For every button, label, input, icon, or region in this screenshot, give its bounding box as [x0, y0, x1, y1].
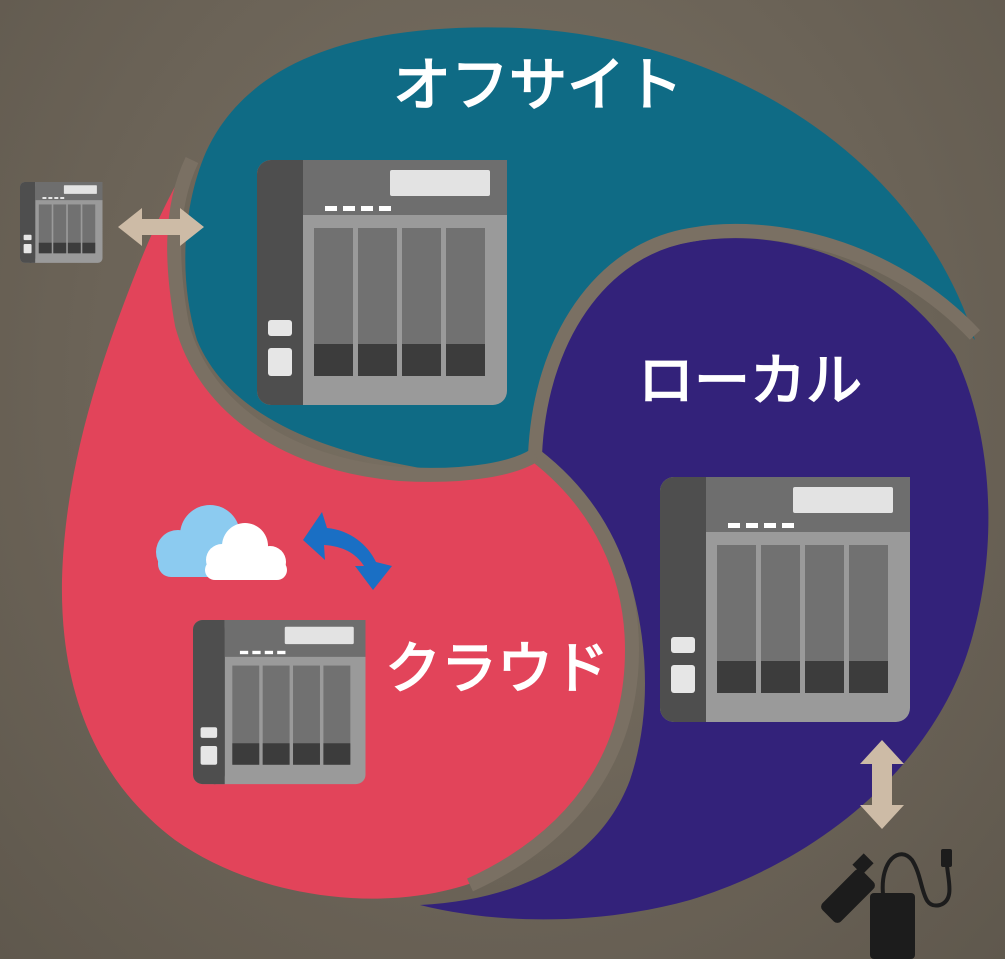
gap-line: [528, 223, 981, 456]
offsite-nas-icon: [257, 160, 507, 405]
double-arrow-icon: [118, 208, 204, 246]
remote-nas-icon: [20, 182, 103, 263]
cloud-icon: [156, 505, 287, 580]
gap-line: [467, 449, 640, 892]
local-label: ローカル: [638, 349, 862, 414]
cloud-nas-icon: [193, 620, 366, 785]
external-hdd-icon: [870, 849, 952, 959]
cloud-label: クラウド: [385, 637, 609, 702]
local-nas-icon: [660, 477, 910, 722]
offsite-label: オフサイト: [393, 51, 683, 119]
double-arrow-icon: [860, 740, 904, 829]
usb-drive-icon: [821, 853, 875, 923]
gap-line: [167, 156, 539, 482]
sync-arrow-icon: [303, 512, 392, 590]
